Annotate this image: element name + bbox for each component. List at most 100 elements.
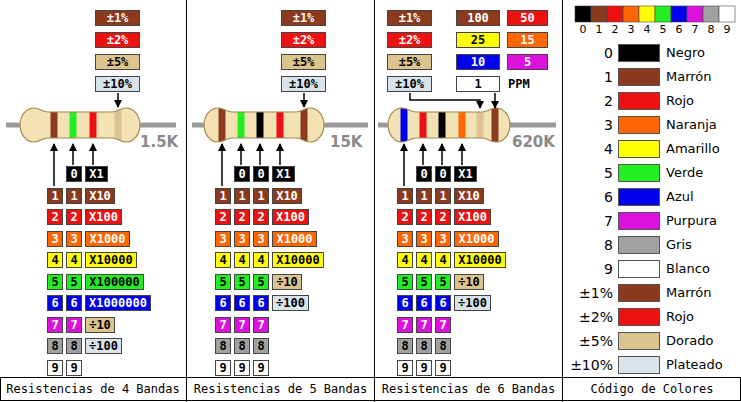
box-text: X1 [276,167,290,181]
digit-box: 6 [416,295,432,311]
digit-box: 6 [66,295,82,311]
box-text: X1000 [458,232,494,246]
strip-swatch [719,6,735,22]
digit-box: 5 [215,274,231,290]
digit-box: 2 [253,209,269,225]
box-text: X1000000 [89,296,147,310]
strip-swatch [639,6,655,22]
color-band [90,100,97,150]
color-band [115,100,122,150]
box-text: 2 [51,210,58,224]
digit-box: 4 [66,252,82,268]
color-name: Blanco [666,260,710,278]
tolerance-box: ±1% [281,10,326,26]
box-text: 0 [70,167,77,181]
box-text: 9 [401,361,408,375]
digit-box: 4 [435,252,451,268]
ppm-box: 100 [456,10,500,26]
box-text: 2 [420,210,427,224]
legend-row: Gris [618,236,692,254]
box-text: 3 [238,232,245,246]
box-text: 1 [70,189,77,203]
box-text: 9 [70,361,77,375]
digit-box: 8 [215,338,231,354]
box-text: X10000 [89,253,132,267]
digit-box: 3 [397,231,413,247]
box-text: 8 [70,339,77,353]
color-band [301,100,308,150]
legend-number: 7 [558,212,613,230]
digit-box: 4 [47,252,63,268]
digit-box: 1 [435,188,451,204]
box-text: ÷10 [276,275,298,289]
color-band [238,100,245,150]
digit-box: 8 [435,338,451,354]
box-text: 0 [439,167,446,181]
digit-box: 8 [234,338,250,354]
box-text: 5 [420,275,427,289]
box-text: 9 [439,361,446,375]
box-text: ÷10 [458,275,480,289]
digit-box: 7 [47,317,63,333]
panel-caption: Código de Colores [563,379,741,399]
box-text: 8 [51,339,58,353]
digit-box: 9 [234,360,250,376]
leader-arrow [221,144,223,186]
digit-box: 3 [435,231,451,247]
legend-row: Rojo [618,308,694,326]
digit-box: 6 [47,295,63,311]
digit-box: 2 [435,209,451,225]
digit-box: 7 [234,317,250,333]
box-text: 7 [420,318,427,332]
box-text: 6 [238,296,245,310]
legend-row: Marrón [618,284,712,302]
digit-box: 5 [47,274,63,290]
box-text: X1 [89,167,103,181]
box-text: 1 [439,189,446,203]
digit-box: 2 [234,209,250,225]
digit-box: 3 [416,231,432,247]
color-name: Dorado [666,332,713,350]
panel-divider [374,0,375,402]
digit-box: 0 [66,166,82,182]
legend-row: Marrón [618,68,712,86]
color-name: Rojo [666,308,694,326]
multiplier-box: X1 [272,166,295,182]
box-text: 6 [420,296,427,310]
digit-box: 6 [215,295,231,311]
color-band [51,100,58,150]
box-text: ±1% [293,11,315,25]
multiplier-box: X10000 [454,252,506,268]
color-swatch [618,92,660,110]
box-text: 1 [401,189,408,203]
leader-arrow [403,144,405,186]
resistance-value: 1.5K [140,133,178,151]
box-text: 10 [471,55,485,69]
box-text: X1000 [276,232,312,246]
strip-number: 5 [655,23,671,36]
box-text: ±1% [399,11,421,25]
digit-box: 7 [66,317,82,333]
strip-swatch [671,6,687,22]
leader-arrow [92,144,94,165]
box-text: 3 [219,232,226,246]
digit-box: 5 [416,274,432,290]
digit-box: 1 [397,188,413,204]
leader-arrow [303,93,305,107]
digit-box: 0 [416,166,432,182]
box-text: 3 [257,232,264,246]
box-text: 7 [70,318,77,332]
digit-box: 5 [435,274,451,290]
legend-number: 2 [558,92,613,110]
legend-row: Purpura [618,212,717,230]
box-text: 1 [51,189,58,203]
leader-arrows [54,93,495,186]
box-text: ±10% [289,77,318,91]
digit-box: 7 [215,317,231,333]
box-text: 8 [257,339,264,353]
box-text: 0 [257,167,264,181]
box-text: 6 [70,296,77,310]
legend-number: ±10% [558,356,613,374]
color-name: Plateado [666,356,723,374]
strip-swatch [607,6,623,22]
